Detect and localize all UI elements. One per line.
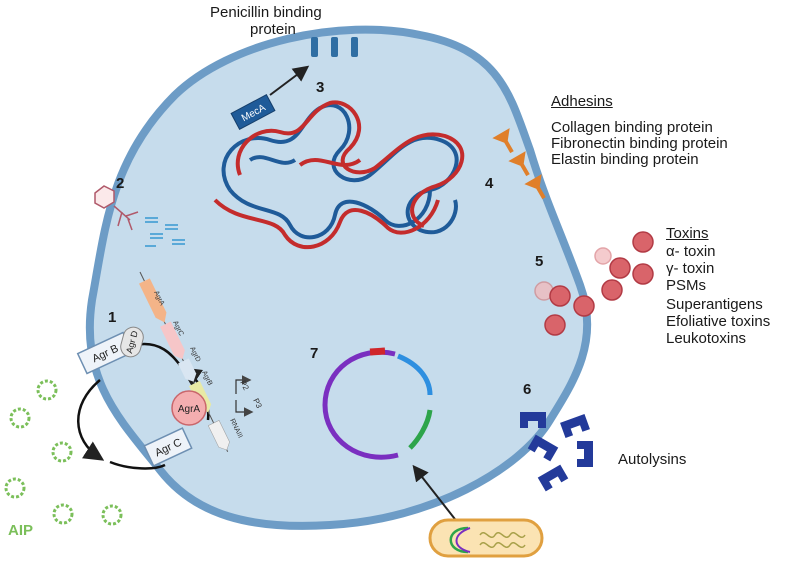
chromosome-dna-icon <box>213 100 465 250</box>
toxins-heading: Toxins <box>666 225 709 242</box>
adhesin-item-collagen: Collagen binding protein <box>551 119 713 136</box>
step-number-4: 4 <box>485 175 494 192</box>
phage-dna-icon <box>145 217 185 247</box>
agr-a-circle <box>171 390 207 426</box>
penicillin-label-line2: protein <box>250 21 296 38</box>
step-number-2: 2 <box>116 175 125 192</box>
step-number-5: 5 <box>535 253 544 270</box>
toxin-icon <box>534 231 654 336</box>
adhesin-icon <box>492 128 546 200</box>
toxin-item-gamma: γ- toxin <box>666 260 715 277</box>
penicillin-binding-protein-icon <box>311 37 358 57</box>
step-number-6: 6 <box>523 381 532 398</box>
toxin-item-efoliative: Efoliative toxins <box>666 313 771 330</box>
meca-to-pbp-arrow <box>269 65 310 96</box>
adhesins-heading: Adhesins <box>551 93 613 110</box>
aip-peptide-icon <box>4 379 123 526</box>
toxin-item-alpha: α- toxin <box>666 243 716 260</box>
toxin-item-psms: PSMs <box>666 277 707 294</box>
step-number-7: 7 <box>310 345 319 362</box>
step-number-1: 1 <box>108 309 117 326</box>
adhesin-item-fibronectin: Fibronectin binding protein <box>551 135 728 152</box>
agr-d-box <box>120 326 144 358</box>
plasmid-icon <box>322 347 433 460</box>
donor-bacterium-icon <box>428 518 544 558</box>
phage-icon <box>94 185 139 231</box>
toxin-item-superantigens: Superantigens <box>666 296 763 313</box>
p3-label: P3 <box>251 397 264 410</box>
agr-c-box <box>143 427 193 467</box>
autolysin-icon <box>520 412 593 492</box>
meca-gene-box <box>230 93 276 131</box>
penicillin-label-line1: Penicillin binding <box>210 4 322 21</box>
autolysins-label: Autolysins <box>618 451 687 468</box>
step-number-3: 3 <box>316 79 325 96</box>
adhesin-item-elastin: Elastin binding protein <box>551 151 699 168</box>
aip-label: AIP <box>8 522 34 539</box>
agr-a-label: AgrA <box>178 404 201 415</box>
p2-label: P2 <box>238 379 251 392</box>
toxin-item-leukotoxins: Leukotoxins <box>666 330 747 347</box>
plasmid-transfer-arrow <box>412 464 459 524</box>
